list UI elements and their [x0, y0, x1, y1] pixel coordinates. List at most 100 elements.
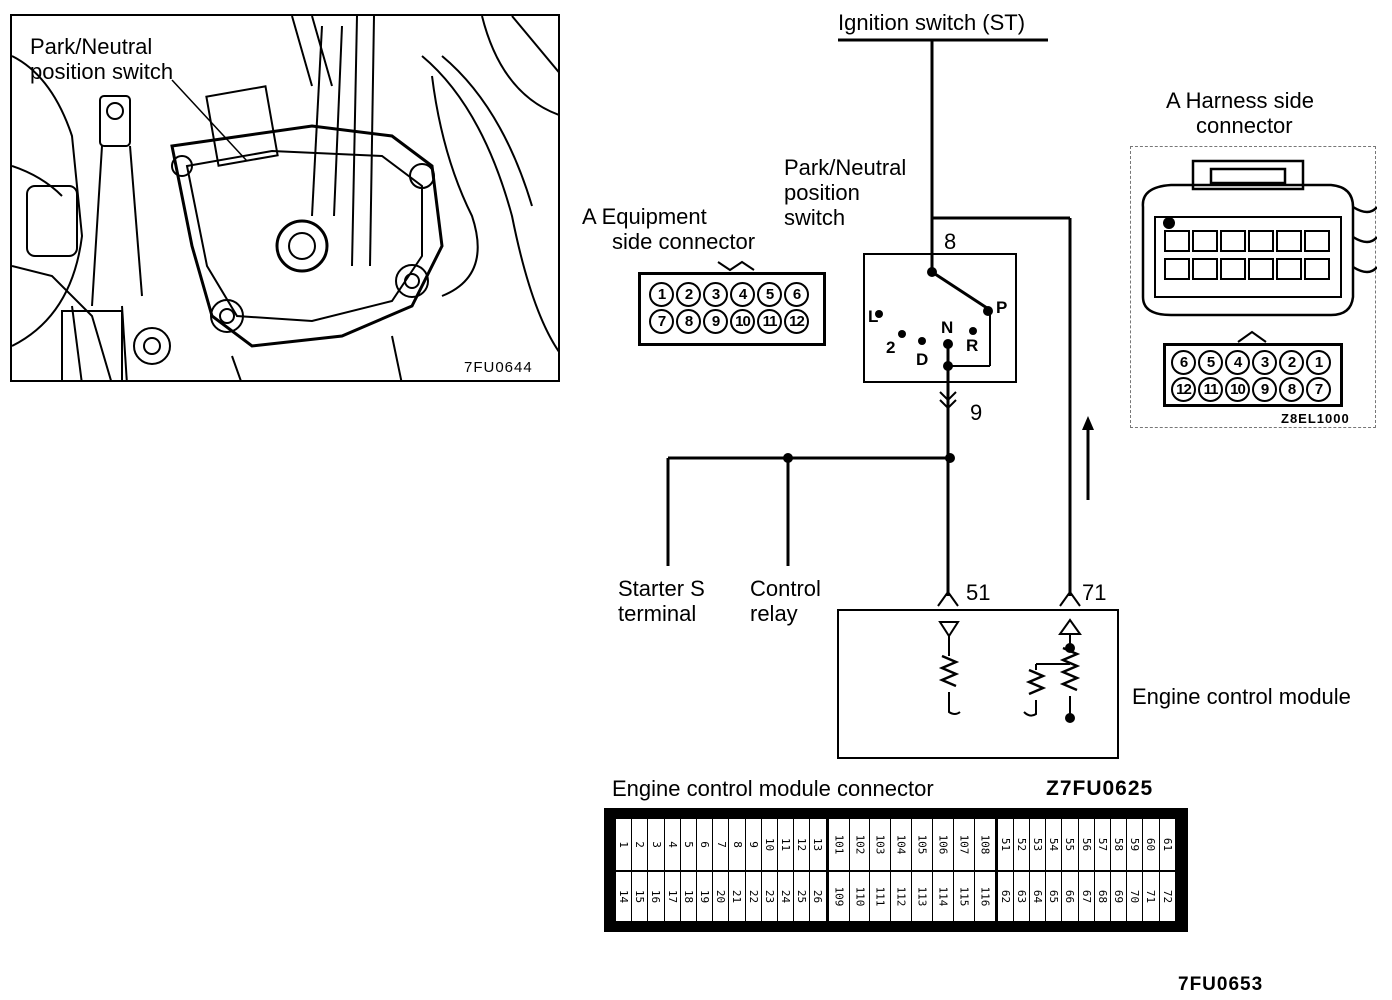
ecm-pin: 18: [681, 872, 698, 921]
ecm-pin: 63: [1014, 872, 1031, 921]
ecm-pin: 23: [762, 872, 779, 921]
ecm-pin: 102: [850, 819, 871, 870]
ecm-pin: 55: [1062, 819, 1079, 870]
harness-connector-code: Z8EL1000: [1281, 411, 1350, 426]
ecm-pin: 52: [1014, 819, 1031, 870]
ecm-pin: 14: [616, 872, 633, 921]
ecm-pin: 105: [912, 819, 934, 870]
ecm-pin: 56: [1079, 819, 1095, 870]
ecm-pin: 20: [713, 872, 730, 921]
ecm-pin: 12: [794, 819, 811, 870]
relay-label-line1: Control: [750, 576, 821, 601]
ecm-pin: 112: [891, 872, 913, 921]
ecm-pin: 60: [1143, 819, 1160, 870]
ecm-pin: 101: [829, 819, 850, 870]
relay-label-line2: relay: [750, 601, 798, 626]
switch-position-2: 2: [886, 338, 896, 357]
switch-position-R: R: [966, 336, 979, 355]
ecm-pin: 72: [1160, 872, 1176, 921]
ecm-pin: 109: [829, 872, 850, 921]
ecm-pin: 16: [648, 872, 665, 921]
connector-pin: 10: [1225, 377, 1250, 402]
ecm-pin: 19: [697, 872, 714, 921]
starter-label-line1: Starter S: [618, 576, 705, 601]
ecm-pin: 106: [933, 819, 954, 870]
switch-label-line1: Park/Neutral: [784, 155, 907, 180]
connector-pin: 9: [703, 309, 728, 334]
ecm-pin: 115: [954, 872, 975, 921]
switch-photo-illustration: [12, 16, 558, 380]
ecm-pin: 3: [648, 819, 665, 870]
ecm-pin: 54: [1046, 819, 1063, 870]
ecm-pin: 2: [632, 819, 649, 870]
ecm-pin: 104: [891, 819, 913, 870]
ecm-pin: 8: [729, 819, 746, 870]
ecm-pin: 13: [810, 819, 829, 870]
ecm-pin: 6: [697, 819, 714, 870]
ecm-pin: 62: [998, 872, 1014, 921]
ecm-pin: 17: [665, 872, 681, 921]
ecm-pin: 68: [1095, 872, 1112, 921]
connector-pin: 8: [676, 309, 701, 334]
ecm-pin: 22: [746, 872, 762, 921]
connector-pin: 10: [730, 309, 755, 334]
ecm-pin: 9: [746, 819, 762, 870]
ecm-pin: 116: [975, 872, 998, 921]
switch-photo-panel: Park/Neutral position switch 7FU0644: [10, 14, 560, 382]
equipment-connector-label-line2: side connector: [612, 229, 756, 254]
connector-pin: 11: [757, 309, 782, 334]
ignition-switch-label: Ignition switch (ST): [838, 10, 1026, 35]
ecm-pin: 66: [1062, 872, 1079, 921]
photo-label-line2: position switch: [30, 59, 174, 84]
figure-code: 7FU0653: [1178, 974, 1264, 995]
switch-position-L: L: [868, 307, 879, 326]
switch-label-line2: position: [784, 180, 860, 205]
connector-pin: 6: [1171, 350, 1196, 375]
switch-label-line3: switch: [784, 205, 846, 230]
ecm-connector-label: Engine control module connector: [612, 776, 934, 801]
connector-pin: 3: [1252, 350, 1277, 375]
ecm-terminal-71: 71: [1082, 580, 1107, 605]
connector-pin: 1: [649, 282, 674, 307]
photo-code: 7FU0644: [464, 359, 533, 376]
ecm-pin: 69: [1111, 872, 1128, 921]
ecm-pin: 111: [870, 872, 892, 921]
switch-position-D: D: [916, 350, 929, 369]
ecm-pin: 25: [794, 872, 811, 921]
ecm-pin: 1: [616, 819, 633, 870]
connector-pin: 3: [703, 282, 728, 307]
ecm-pin: 108: [975, 819, 998, 870]
harness-connector-label-line1: A Harness side: [1166, 88, 1314, 113]
connector-pin: 5: [1198, 350, 1223, 375]
ecm-pin: 10: [762, 819, 779, 870]
connector-pin: 6: [784, 282, 809, 307]
connector-pin: 4: [730, 282, 755, 307]
connector-pin: 8: [1279, 377, 1304, 402]
connector-pin: 12: [784, 309, 809, 334]
ecm-pin: 113: [912, 872, 934, 921]
connector-pin: 9: [1252, 377, 1277, 402]
ecm-pin: 11: [778, 819, 795, 870]
connector-pin: 2: [1279, 350, 1304, 375]
ecm-pin: 64: [1030, 872, 1047, 921]
ecm-pin: 26: [810, 872, 829, 921]
connector-pin: 4: [1225, 350, 1250, 375]
harness-connector-label-line2: connector: [1196, 113, 1293, 138]
switch-pin-9: 9: [970, 400, 983, 425]
ecm-pin: 110: [850, 872, 871, 921]
switch-position-N: N: [941, 318, 954, 337]
ecm-pin: 57: [1095, 819, 1112, 870]
connector-pin: 12: [1171, 377, 1196, 402]
ecm-pin: 114: [933, 872, 954, 921]
ecm-pin: 24: [778, 872, 795, 921]
ecm-pin: 51: [998, 819, 1014, 870]
